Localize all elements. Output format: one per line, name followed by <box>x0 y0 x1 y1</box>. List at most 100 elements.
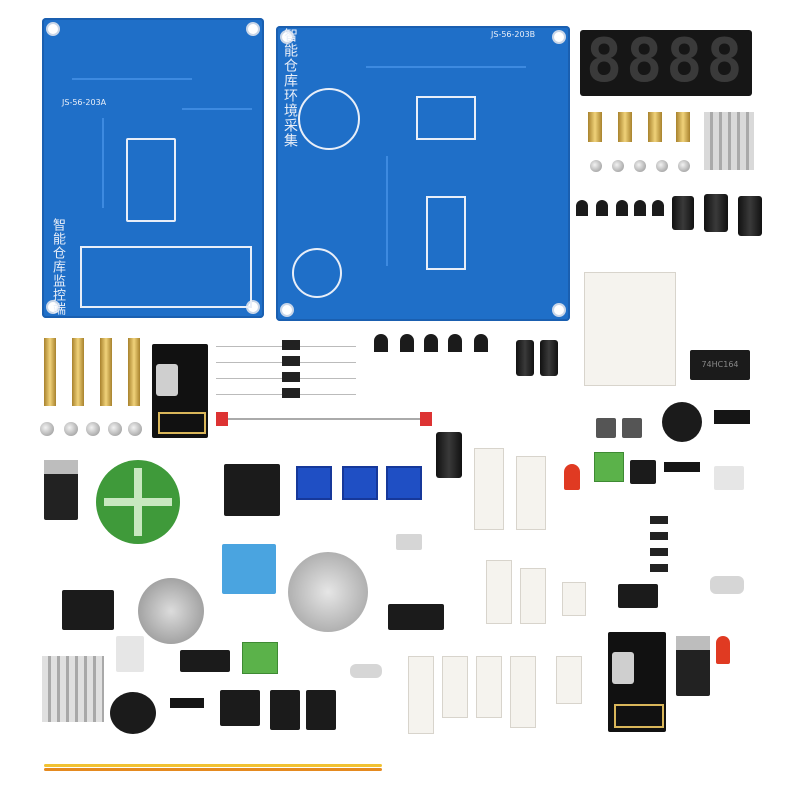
transistor <box>652 200 664 216</box>
wireless-module <box>152 344 208 438</box>
tactile-button <box>622 418 642 438</box>
potentiometer <box>386 466 422 500</box>
green-wheel <box>96 460 180 544</box>
transistor <box>400 334 414 352</box>
smd-resistor-strip <box>486 560 512 624</box>
gas-sensor <box>138 578 204 644</box>
regulator-tab <box>676 636 710 650</box>
ic-socket-small <box>630 460 656 484</box>
screw <box>612 160 624 172</box>
seven-segment-display: 8888 <box>580 26 752 96</box>
pin-header <box>664 462 700 472</box>
mount-hole <box>552 30 566 44</box>
tape-red <box>420 412 432 426</box>
transistor <box>616 200 628 216</box>
crystal <box>710 576 744 594</box>
wireless-module <box>608 632 666 732</box>
resistor-tape <box>216 418 430 420</box>
transistor <box>596 200 608 216</box>
smd-ic: 74HC164 <box>690 350 750 380</box>
pin-header <box>170 698 204 708</box>
crystal <box>396 534 422 550</box>
pcb-trace <box>182 108 252 110</box>
pcb-trace <box>72 78 192 80</box>
ic-footprint <box>126 138 176 222</box>
brass-standoff <box>588 112 602 142</box>
mount-hole <box>280 30 294 44</box>
smd-resistor-strip <box>474 448 504 530</box>
module-crystal <box>156 364 178 396</box>
brass-standoff <box>72 338 84 406</box>
brass-standoff <box>648 112 662 142</box>
brass-standoff <box>100 338 112 406</box>
screw <box>634 160 646 172</box>
ic-socket-small <box>270 690 300 730</box>
smd-resistor-strip <box>556 656 582 704</box>
ic-socket-small <box>306 690 336 730</box>
left-pcb-board: 智能仓库监控端 JS-56-203A <box>42 18 264 318</box>
electrolytic-capacitor <box>516 340 534 376</box>
voltage-regulator <box>44 460 78 520</box>
display-digits: 8888 <box>586 26 747 96</box>
potentiometer <box>342 466 378 500</box>
transistor <box>374 334 388 352</box>
screw <box>86 422 100 436</box>
mount-hole <box>46 300 60 314</box>
dht-sensor <box>222 544 276 594</box>
screw <box>128 422 142 436</box>
mount-hole <box>246 22 260 36</box>
screw <box>64 422 78 436</box>
slide-switch <box>714 466 744 490</box>
diode <box>282 356 300 366</box>
heatsink <box>42 656 104 722</box>
electrolytic-capacitor <box>672 196 694 230</box>
right-pcb-board: 智能仓库环境采集 JS-56-203B <box>276 26 570 321</box>
wheel-cross <box>104 498 172 506</box>
brass-standoff <box>618 112 632 142</box>
brass-standoff <box>44 338 56 406</box>
ic-socket-small <box>180 650 230 672</box>
ic-socket <box>224 464 280 516</box>
slide-switch <box>116 636 144 672</box>
screw <box>108 422 122 436</box>
smd-resistor-strip <box>510 656 536 728</box>
buzzer <box>662 402 702 442</box>
pcb-trace <box>386 156 388 266</box>
transistor <box>634 200 646 216</box>
transistor <box>424 334 438 352</box>
smd-ic <box>388 604 444 630</box>
diode <box>282 388 300 398</box>
motor-footprint <box>292 248 342 298</box>
smd-resistor-strip <box>562 582 586 616</box>
screw <box>40 422 54 436</box>
electrolytic-capacitor <box>738 196 762 236</box>
jumper-wire-orange <box>44 768 382 771</box>
dc-motor <box>288 552 368 632</box>
jumper-wire-yellow <box>44 764 382 767</box>
screw <box>590 160 602 172</box>
crystal <box>350 664 382 678</box>
screw <box>656 160 668 172</box>
regulator-tab <box>44 460 78 474</box>
diode <box>650 516 668 524</box>
ic-socket-small <box>618 584 658 608</box>
smd-resistor-strip <box>476 656 502 718</box>
diode <box>650 532 668 540</box>
smd-resistor-strip <box>442 656 468 718</box>
transistor <box>474 334 488 352</box>
pcb-trace <box>366 66 526 68</box>
smd-resistor-strip <box>584 272 676 386</box>
right-board-title: 智能仓库环境采集 <box>282 28 298 148</box>
brass-standoff <box>676 112 690 142</box>
smd-resistor-strip <box>516 456 546 530</box>
left-board-code: JS-56-203A <box>62 98 107 107</box>
potentiometer <box>296 466 332 500</box>
mount-hole <box>552 303 566 317</box>
smd-resistor-strip <box>408 656 434 734</box>
electrolytic-capacitor <box>540 340 558 376</box>
diode <box>650 564 668 572</box>
transistor <box>576 200 588 216</box>
module-antenna <box>158 412 206 434</box>
transistor <box>448 334 462 352</box>
pin-header <box>714 410 750 424</box>
